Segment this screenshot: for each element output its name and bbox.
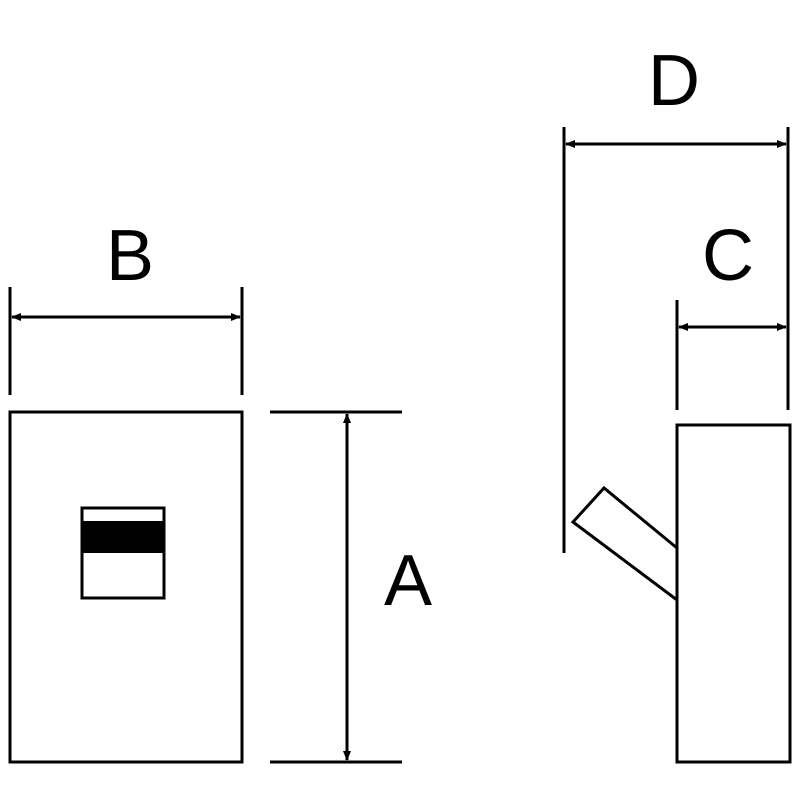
breaker-switch-window [80,506,166,600]
side-toggle-lever [570,485,679,603]
dimension-b-label: B [106,216,154,296]
switch-toggle-bar [82,521,164,553]
dimension-c: C [675,216,787,410]
side-view [570,423,792,764]
side-body-outline [675,423,792,764]
dimension-a: A [270,410,432,764]
dimension-a-label: A [384,541,432,621]
dimension-d: D [562,41,790,553]
dimension-c-label: C [702,216,754,296]
dimension-d-label: D [648,41,700,121]
dimension-b: B [8,216,244,395]
front-view [8,410,244,764]
